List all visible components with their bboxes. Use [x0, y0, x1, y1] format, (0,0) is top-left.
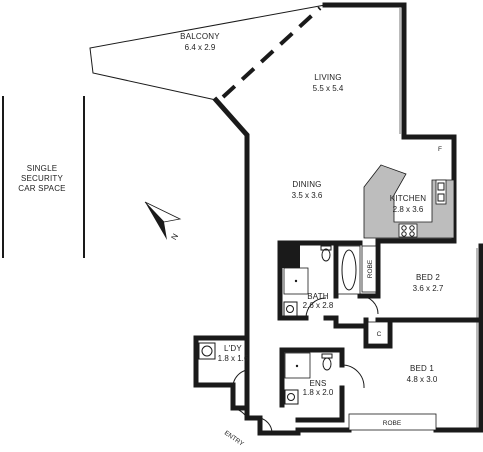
bath-name: BATH	[307, 292, 329, 301]
living-name: LIVING	[314, 73, 341, 82]
ensuite-fixtures	[284, 352, 365, 405]
balcony-outline	[89, 4, 326, 101]
robe-bed1: ROBE	[348, 413, 437, 431]
balcony-sliding-door	[221, 6, 322, 99]
laundry-dims: 1.8 x 1.6	[218, 354, 249, 363]
washing-machine-icon	[198, 342, 216, 360]
balcony	[89, 4, 326, 101]
sink-icon	[435, 179, 447, 205]
ensuite-basin-icon	[284, 389, 299, 405]
bath-dims: 2.6 x 2.8	[303, 301, 334, 310]
bed2-dims: 3.6 x 2.7	[413, 284, 444, 293]
laundry-fixtures	[198, 342, 248, 386]
balcony-name: BALCONY	[180, 32, 220, 41]
toilet-icon	[321, 248, 331, 262]
kitchen-name: KITCHEN	[390, 194, 427, 203]
north-label: N	[169, 232, 180, 242]
fridge-label: F	[438, 146, 442, 153]
car-space: SINGLE SECURITY CAR SPACE	[2, 96, 85, 258]
bath-fixtures: ROBE	[283, 245, 379, 319]
cupboard-label: C	[377, 331, 382, 338]
ensuite-toilet-icon	[322, 357, 332, 371]
robe-bed2	[361, 245, 377, 293]
kitchen-bench-shape	[363, 164, 455, 239]
external-walls	[193, 2, 483, 436]
bathtub-icon	[337, 245, 361, 295]
kitchen-bench: F	[363, 146, 455, 239]
north-arrow-icon: N	[144, 201, 182, 242]
entry-label: ENTRY	[223, 430, 246, 449]
ensuite-dims: 1.8 x 2.0	[303, 388, 334, 397]
bed1-dims: 4.8 x 3.0	[407, 375, 438, 384]
basin-icon	[283, 301, 298, 317]
shower-icon	[283, 267, 309, 295]
bath-wall-fill	[280, 243, 300, 268]
bed1-name: BED 1	[410, 364, 434, 373]
ensuite-name: ENS	[309, 379, 326, 388]
laundry-name: L'DY	[224, 344, 242, 353]
dining-name: DINING	[292, 180, 321, 189]
robe-bed2-label: ROBE	[367, 259, 374, 278]
car-space-label-3: CAR SPACE	[18, 184, 65, 193]
robe-bed1-label: ROBE	[383, 420, 402, 427]
car-space-label-2: SECURITY	[21, 174, 64, 183]
bed2-name: BED 2	[416, 273, 440, 282]
room-labels: BALCONY 6.4 x 2.9 LIVING 5.5 x 5.4 DININ…	[180, 32, 444, 397]
cupboard: C	[367, 321, 389, 345]
living-dims: 5.5 x 5.4	[313, 84, 344, 93]
dining-dims: 3.5 x 3.6	[292, 191, 323, 200]
cooktop-icon	[398, 223, 418, 238]
balcony-dims: 6.4 x 2.9	[185, 43, 216, 52]
kitchen-dims: 2.8 x 3.6	[393, 205, 424, 214]
car-space-label-1: SINGLE	[27, 164, 58, 173]
